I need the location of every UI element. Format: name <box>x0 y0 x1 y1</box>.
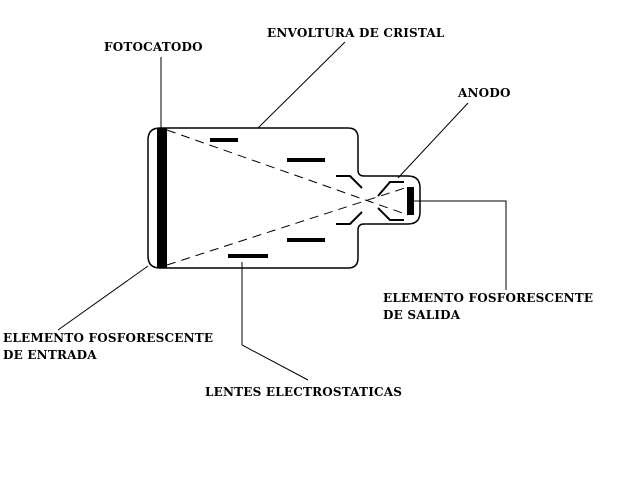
label-envoltura-de-cristal: ENVOLTURA DE CRISTAL <box>267 26 445 40</box>
glass-envelope <box>147 127 421 269</box>
anode-upper-left <box>336 175 363 189</box>
leader-entrada <box>57 265 149 331</box>
label-anodo: ANODO <box>458 86 511 100</box>
leader-envoltura <box>257 41 346 129</box>
label-lentes-electrostaticas: LENTES ELECTROSTATICAS <box>205 385 403 399</box>
anode-lower-left <box>336 211 363 225</box>
label-entrada-line2: DE ENTRADA <box>3 348 97 362</box>
leader-anodo <box>397 102 469 179</box>
anode-lower-right <box>377 207 404 221</box>
output-phosphor <box>407 187 414 215</box>
leader-salida <box>414 200 507 290</box>
anode-upper-right <box>377 181 404 197</box>
label-fotocatodo: FOTOCATODO <box>104 40 203 54</box>
electron-path-lower <box>166 186 409 266</box>
photocathode <box>157 128 167 268</box>
label-salida-line1: ELEMENTO FOSFORESCENTE <box>383 291 594 305</box>
label-entrada-line1: ELEMENTO FOSFORESCENTE <box>3 331 214 345</box>
electron-path-upper <box>166 129 409 216</box>
label-salida-line2: DE SALIDA <box>383 308 461 322</box>
leader-lentes <box>241 262 309 381</box>
